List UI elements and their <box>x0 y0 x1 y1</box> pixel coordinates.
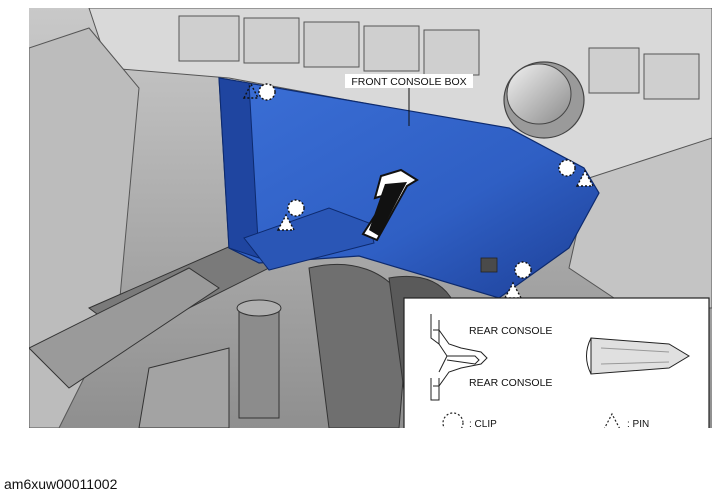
service-diagram: FRONT CONSOLE BOX REAR CONSOLE REAR CONS… <box>29 8 712 428</box>
pin-legend-label: : PIN <box>627 419 649 428</box>
inset-detail-box: REAR CONSOLE REAR CONSOLE : CLIP : PIN <box>403 297 710 428</box>
clip-legend-label: : CLIP <box>469 419 497 428</box>
clip-legend-icon <box>442 412 464 428</box>
clip-pin-marker-bottom-right <box>503 261 532 299</box>
rear-console-lower-label: REAR CONSOLE <box>469 377 552 389</box>
figure-caption: am6xuw00011002 <box>4 476 118 492</box>
trim-tool-icon <box>586 337 690 375</box>
clip-section-icon <box>430 314 488 401</box>
control-knob <box>503 61 585 139</box>
clip-pin-marker-right <box>558 159 595 187</box>
clip-pin-marker-top-left <box>242 82 276 101</box>
clip-pin-marker-left <box>276 199 305 231</box>
front-console-box-callout: FRONT CONSOLE BOX <box>345 74 473 126</box>
front-console-box <box>218 77 600 299</box>
removal-arrow-icon <box>361 168 419 242</box>
button-strip <box>178 15 700 100</box>
pin-legend-icon <box>603 412 621 428</box>
front-console-box-label: FRONT CONSOLE BOX <box>351 76 466 88</box>
rear-console-upper-label: REAR CONSOLE <box>469 325 552 337</box>
